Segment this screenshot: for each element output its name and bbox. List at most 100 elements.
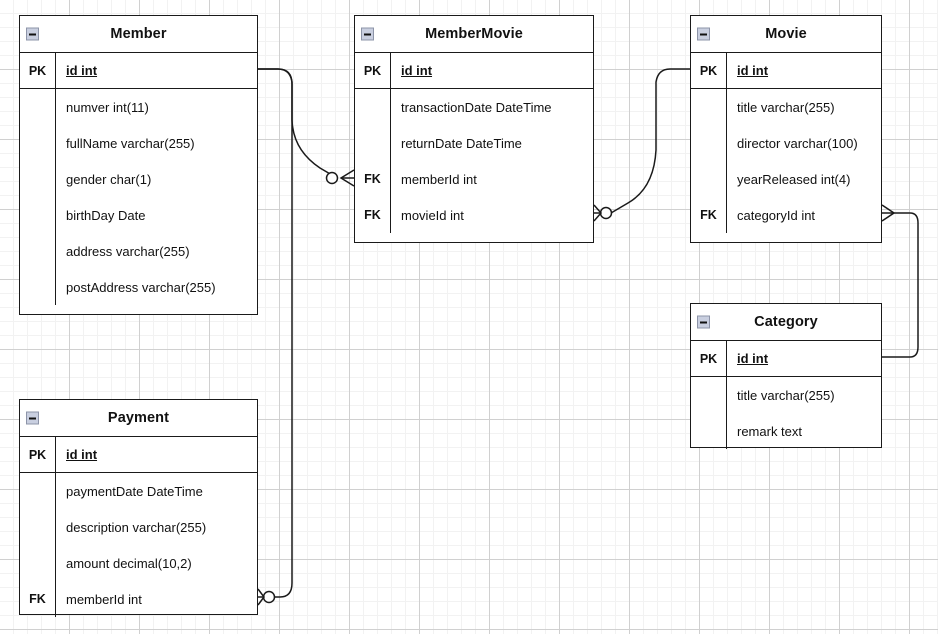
- attribute-text: title varchar(255): [737, 387, 835, 403]
- attribute-row[interactable]: amount decimal(10,2): [20, 545, 257, 581]
- collapse-minus-icon[interactable]: [26, 27, 39, 41]
- entity-header-membermovie: MemberMovie: [355, 16, 593, 53]
- attribute-key: FK: [364, 172, 381, 186]
- attribute-name: yearReleased int(4): [726, 161, 881, 197]
- attribute-text: movieId int: [401, 207, 464, 223]
- attribute-row[interactable]: numver int(11): [20, 89, 257, 125]
- attribute-key: [691, 125, 726, 161]
- attribute-text: gender char(1): [66, 171, 152, 187]
- attribute-row[interactable]: FK memberId int: [355, 161, 593, 197]
- attribute-row[interactable]: FK movieId int: [355, 197, 593, 233]
- attribute-name: movieId int: [390, 197, 593, 233]
- entity-title: Member: [110, 26, 167, 42]
- relationship-movie-membermovie: [593, 68, 690, 222]
- attribute-text: returnDate DateTime: [401, 135, 522, 151]
- attribute-row[interactable]: FK categoryId int: [691, 197, 881, 233]
- attribute-row[interactable]: PK id int: [691, 341, 881, 377]
- attribute-key: [691, 377, 726, 413]
- attribute-text: amount decimal(10,2): [66, 555, 192, 571]
- attribute-row[interactable]: PK id int: [20, 437, 257, 473]
- attribute-row[interactable]: transactionDate DateTime: [355, 89, 593, 125]
- attribute-text: numver int(11): [66, 99, 149, 115]
- attribute-text: paymentDate DateTime: [66, 483, 203, 499]
- attribute-text: yearReleased int(4): [737, 171, 851, 187]
- attribute-name: transactionDate DateTime: [390, 89, 593, 125]
- attribute-name: memberId int: [390, 161, 593, 197]
- attribute-name: title varchar(255): [726, 377, 881, 413]
- attribute-name: fullName varchar(255): [55, 125, 257, 161]
- attribute-text: postAddress varchar(255): [66, 279, 216, 295]
- attribute-key: [20, 269, 55, 305]
- attribute-key: [20, 233, 55, 269]
- attribute-name: id int: [726, 341, 881, 376]
- relationship-member-membermovie: [258, 68, 355, 187]
- relationship-movie-category: [881, 204, 919, 358]
- attribute-name: numver int(11): [55, 89, 257, 125]
- attribute-row[interactable]: PK id int: [355, 53, 593, 89]
- attribute-name: id int: [55, 53, 257, 88]
- entity-title: MemberMovie: [425, 26, 523, 42]
- attribute-name: gender char(1): [55, 161, 257, 197]
- attribute-name: description varchar(255): [55, 509, 257, 545]
- attribute-row[interactable]: title varchar(255): [691, 377, 881, 413]
- attribute-name: remark text: [726, 413, 881, 449]
- entity-body-category: PK id int title varchar(255) remark text: [691, 341, 881, 449]
- attribute-text: id int: [401, 63, 433, 78]
- attribute-key: [691, 89, 726, 125]
- entity-member[interactable]: Member PK id int numver int(11) fullName…: [19, 15, 258, 315]
- attribute-row[interactable]: PK id int: [691, 53, 881, 89]
- entity-membermovie[interactable]: MemberMovie PK id int transactionDate Da…: [354, 15, 594, 243]
- attribute-row[interactable]: description varchar(255): [20, 509, 257, 545]
- entity-body-payment: PK id int paymentDate DateTime descripti…: [20, 437, 257, 617]
- attribute-row[interactable]: director varchar(100): [691, 125, 881, 161]
- attribute-key: PK: [699, 63, 718, 78]
- attribute-row[interactable]: address varchar(255): [20, 233, 257, 269]
- attribute-key: [20, 509, 55, 545]
- attribute-name: id int: [726, 53, 881, 88]
- entity-body-movie: PK id int title varchar(255) director va…: [691, 53, 881, 233]
- attribute-row[interactable]: fullName varchar(255): [20, 125, 257, 161]
- attribute-text: id int: [66, 63, 98, 78]
- attribute-row[interactable]: FK memberId int: [20, 581, 257, 617]
- collapse-minus-icon[interactable]: [361, 27, 374, 41]
- entity-category[interactable]: Category PK id int title varchar(255) re…: [690, 303, 882, 449]
- attribute-row[interactable]: birthDay Date: [20, 197, 257, 233]
- attribute-row[interactable]: paymentDate DateTime: [20, 473, 257, 509]
- attribute-text: title varchar(255): [737, 99, 835, 115]
- collapse-minus-icon[interactable]: [697, 27, 710, 41]
- attribute-name: returnDate DateTime: [390, 125, 593, 161]
- attribute-key: [20, 473, 55, 509]
- attribute-key: [691, 413, 726, 449]
- collapse-minus-icon[interactable]: [697, 315, 710, 329]
- collapse-minus-icon[interactable]: [26, 411, 39, 425]
- attribute-key: FK: [364, 208, 381, 222]
- attribute-key: PK: [363, 63, 382, 78]
- attribute-text: memberId int: [66, 591, 142, 607]
- attribute-name: postAddress varchar(255): [55, 269, 257, 305]
- entity-payment[interactable]: Payment PK id int paymentDate DateTime d…: [19, 399, 258, 617]
- attribute-row[interactable]: PK id int: [20, 53, 257, 89]
- attribute-key: [20, 125, 55, 161]
- entity-movie[interactable]: Movie PK id int title varchar(255) direc…: [690, 15, 882, 243]
- attribute-row[interactable]: postAddress varchar(255): [20, 269, 257, 305]
- relationship-member-payment: [257, 68, 293, 606]
- attribute-row[interactable]: gender char(1): [20, 161, 257, 197]
- attribute-text: transactionDate DateTime: [401, 99, 552, 115]
- attribute-text: description varchar(255): [66, 519, 207, 535]
- attribute-text: id int: [737, 351, 769, 366]
- attribute-name: memberId int: [55, 581, 257, 617]
- attribute-text: memberId int: [401, 171, 477, 187]
- attribute-row[interactable]: remark text: [691, 413, 881, 449]
- attribute-name: id int: [390, 53, 593, 88]
- attribute-text: director varchar(100): [737, 135, 858, 151]
- attribute-name: id int: [55, 437, 257, 472]
- attribute-name: director varchar(100): [726, 125, 881, 161]
- attribute-name: address varchar(255): [55, 233, 257, 269]
- attribute-row[interactable]: returnDate DateTime: [355, 125, 593, 161]
- attribute-row[interactable]: yearReleased int(4): [691, 161, 881, 197]
- entity-body-membermovie: PK id int transactionDate DateTime retur…: [355, 53, 593, 233]
- attribute-row[interactable]: title varchar(255): [691, 89, 881, 125]
- attribute-key: [691, 161, 726, 197]
- attribute-key: [355, 125, 390, 161]
